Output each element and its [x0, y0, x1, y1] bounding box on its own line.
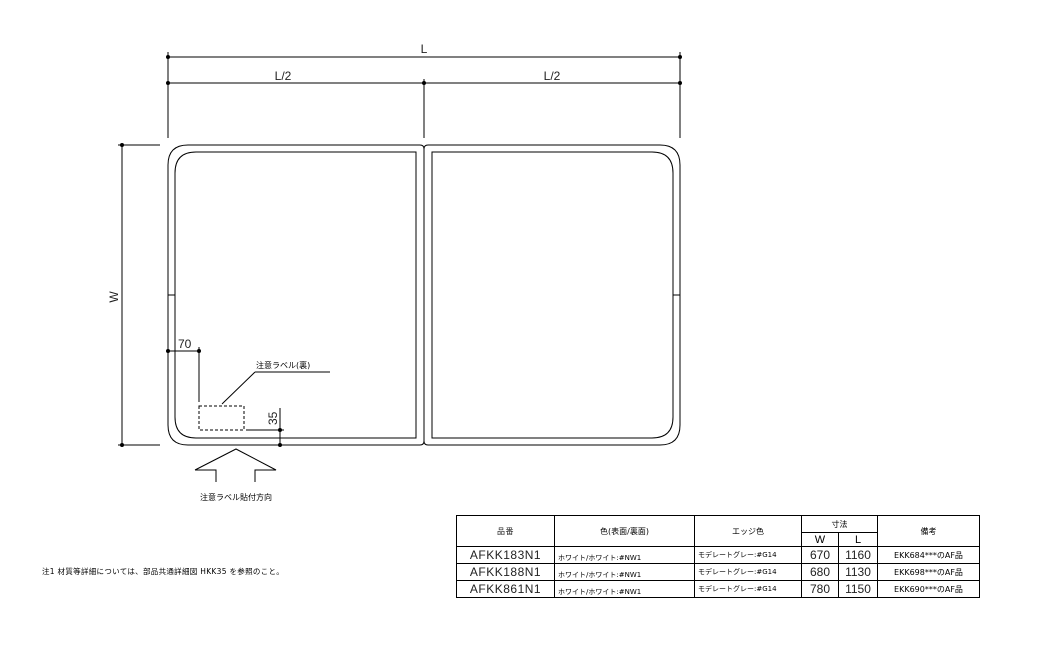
dim-label-35: 35 [266, 411, 280, 425]
cell-w: 670 [801, 546, 839, 564]
header-edge-color: エッジ色 [694, 515, 802, 547]
cell-edge-color: モデレートグレー:#G14 [694, 546, 802, 564]
table-row: AFKK188N1 ホワイト/ホワイト:#NW1 モデレートグレー:#G14 6… [456, 563, 980, 581]
dimension-dots [120, 55, 682, 447]
header-dimensions: 寸法 [801, 515, 878, 533]
table-row: AFKK183N1 ホワイト/ホワイト:#NW1 モデレートグレー:#G14 6… [456, 546, 980, 564]
header-part-no: 品番 [456, 515, 555, 547]
header-color: 色(表面/裏面) [554, 515, 695, 547]
dim-label-width: W [107, 291, 121, 303]
right-panel-outer [423, 144, 681, 446]
cell-w: 780 [801, 580, 839, 598]
cell-remarks: EKK690***のAF品 [877, 580, 980, 598]
cell-part-no: AFKK183N1 [456, 546, 555, 564]
cell-color: ホワイト/ホワイト:#NW1 [554, 580, 695, 598]
dim-label-70: 70 [178, 337, 192, 351]
header-l: L [838, 532, 878, 547]
caution-direction-text: 注意ラベル貼付方向 [200, 492, 272, 502]
table-row: AFKK861N1 ホワイト/ホワイト:#NW1 モデレートグレー:#G14 7… [456, 580, 980, 598]
dim-label-total: L [421, 42, 428, 56]
cell-remarks: EKK684***のAF品 [877, 546, 980, 564]
dim-label-half-left: L/2 [275, 69, 292, 83]
dim-label-half-right: L/2 [544, 69, 561, 83]
cell-l: 1160 [838, 546, 878, 564]
header-w: W [801, 532, 839, 547]
direction-arrow-icon [194, 448, 277, 482]
caution-label-text: 注意ラベル(裏) [256, 360, 310, 370]
cell-w: 680 [801, 563, 839, 581]
cell-color: ホワイト/ホワイト:#NW1 [554, 563, 695, 581]
left-panel-outer [167, 144, 425, 446]
cell-part-no: AFKK861N1 [456, 580, 555, 598]
cell-color: ホワイト/ホワイト:#NW1 [554, 546, 695, 564]
spec-table: 品番 色(表面/裏面) エッジ色 寸法 備考 W L AFKK183N1 ホワイ… [456, 515, 980, 598]
header-remarks: 備考 [877, 515, 980, 547]
leader-line [221, 371, 256, 405]
cell-l: 1150 [838, 580, 878, 598]
footnote: 注1 材質等詳細については、部品共通詳細図 HKK35 を参照のこと。 [42, 567, 285, 576]
left-panel-inner [174, 151, 417, 439]
cell-edge-color: モデレートグレー:#G14 [694, 580, 802, 598]
right-panel-inner [431, 151, 674, 439]
cell-remarks: EKK698***のAF品 [877, 563, 980, 581]
cell-edge-color: モデレートグレー:#G14 [694, 563, 802, 581]
cell-part-no: AFKK188N1 [456, 563, 555, 581]
caution-label-area [198, 405, 245, 431]
cell-l: 1130 [838, 563, 878, 581]
